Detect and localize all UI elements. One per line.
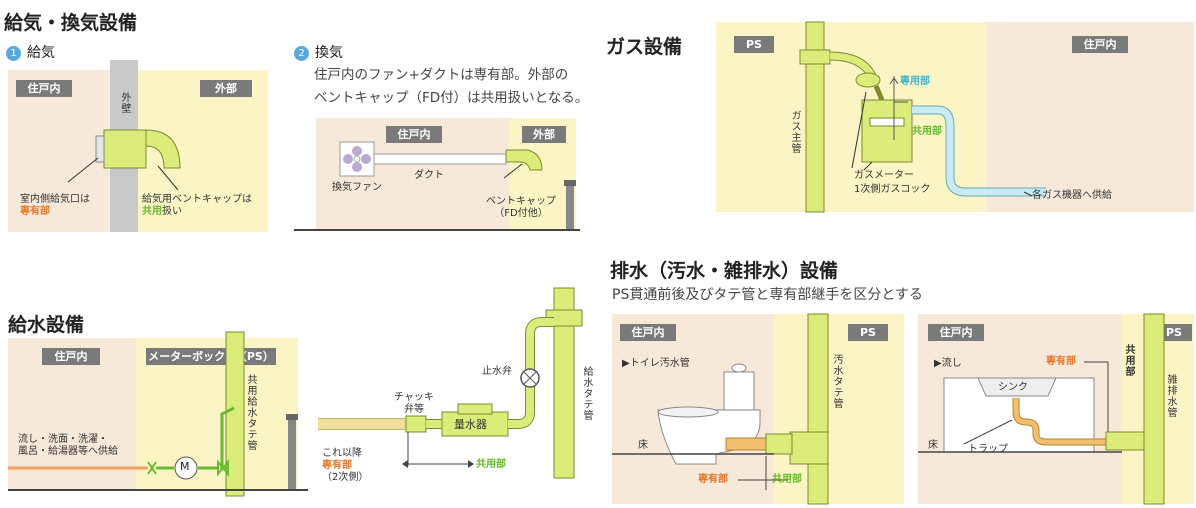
toilet-svg [612, 313, 829, 505]
sink-tag-ps: PS [1156, 324, 1192, 341]
exhaust-description: 住戸内のファン+ダクトは専有部。外部の ベントキャップ（FD付）は共用扱いとなる… [314, 64, 588, 110]
exhaust-tag-outside: 外部 [522, 126, 566, 143]
water-meterbox-diagram: 住戸内 メーターボックス（PS） M 共用給水タテ管 流し・洗面・洗濯・ 風呂・… [8, 331, 308, 497]
check-valve-label-1: チャッキ [394, 392, 434, 403]
toilet-tag-inside: 住戸内 [620, 324, 676, 341]
water-title: 給水設備 [8, 314, 85, 336]
water-riser-label: 給水タテ管 [581, 366, 592, 421]
water-supply-label-1: 流し・洗面・洗濯・ [18, 434, 108, 445]
water-riser-svg [318, 287, 583, 479]
toilet-floor-label: 床 [638, 440, 648, 451]
after-label-1: これ以降 [322, 448, 362, 459]
gas-cock-label: 1次側ガスコック [854, 184, 931, 195]
supply-heading-text: 給気 [27, 45, 55, 61]
water-supply-label-2: 風呂・給湯器等へ供給 [18, 446, 118, 457]
supply-right-label-1: 給気用ベントキャップは [142, 194, 252, 205]
ventilation-title: 給気・換気設備 [4, 12, 138, 34]
supply-tag-outside: 外部 [200, 80, 252, 97]
supply-tag-inside: 住戸内 [16, 80, 72, 97]
gas-tag-ps: PS [734, 36, 774, 53]
toilet-riser-label: 汚水タテ管 [831, 354, 842, 409]
sink-riser-label: 雑排水管 [1165, 374, 1176, 418]
gas-tag-inside: 住戸内 [1072, 36, 1128, 53]
sink-trap-label: トラップ [968, 444, 1008, 455]
drain-sink-panel: 住戸内 PS ▶流し 専有部 共用部 シンク 床 トラップ 雑排水管 [918, 313, 1194, 505]
stop-valve-label: 止水弁 [482, 366, 512, 377]
gas-diagram: PS 住戸内 ガス主管 専用部 共用部 ガスメーター 1次側ガスコック 各ガス機… [716, 21, 1194, 213]
check-valve-label: チャッキ 弁等 [394, 392, 434, 416]
sink-floor-label: 床 [928, 440, 938, 451]
cap-label-1: ベントキャップ [486, 196, 556, 207]
toilet-common-label: 共用部 [772, 474, 802, 485]
supply-heading: 1 給気 [6, 42, 55, 62]
wall-label: 外壁 [119, 92, 130, 114]
number-badge-2: 2 [294, 46, 309, 61]
exhaust-duct-svg [294, 141, 580, 231]
exhaust-heading: 2 換気 [294, 42, 343, 62]
exhaust-heading-text: 換気 [315, 45, 343, 61]
gas-piping-svg [799, 21, 1046, 213]
gas-private-label: 専用部 [900, 76, 930, 87]
water-common-label: 共用部 [476, 459, 506, 470]
drain-toilet-panel: 住戸内 PS ▶トイレ汚水管 床 汚水タテ管 専有部 共用部 [612, 313, 904, 505]
after-label: これ以降 専有部 （2次側） [322, 448, 368, 484]
water-meterbox-svg [8, 331, 308, 497]
water-riser-diagram: チャッキ 弁等 止水弁 量水器 給水タテ管 これ以降 専有部 （2次側） 共用部 [318, 287, 608, 504]
fan-label: 換気ファン [332, 182, 382, 193]
exhaust-desc-line-1: 住戸内のファン+ダクトは専有部。外部の [314, 67, 569, 83]
water-supply-label: 流し・洗面・洗濯・ 風呂・給湯器等へ供給 [18, 434, 118, 458]
after-label-2: 専有部 [322, 460, 352, 471]
supply-left-label-1: 室内側給気口は [20, 194, 90, 205]
sink-private-label: 専有部 [1046, 356, 1076, 367]
cap-label-2: （FD付他） [494, 208, 548, 219]
toilet-ps-bg [774, 314, 904, 504]
sink-label: シンク [998, 382, 1028, 393]
gas-meter-label: ガスメーター [854, 170, 914, 181]
toilet-item-label: ▶トイレ汚水管 [622, 358, 690, 369]
duct-label: ダクト [414, 170, 444, 181]
gas-ps-bg [716, 22, 986, 212]
sink-tag-inside: 住戸内 [928, 324, 984, 341]
gas-supply-label: 各ガス機器へ供給 [1032, 190, 1112, 201]
toilet-tag-ps: PS [848, 324, 888, 341]
supply-diagram: 住戸内 外部 外壁 室内側給気口は 専有部 給気用ベントキャップは 共用扱い [8, 60, 268, 235]
toilet-private-label: 専有部 [698, 474, 728, 485]
drain-subtitle: PS貫通前後及びタテ管と専有部継手を区分とする [612, 287, 923, 303]
after-label-3: （2次側） [322, 472, 369, 483]
exhaust-diagram: 住戸内 外部 換気ファン ダクト ベントキャップ （FD付他） [294, 118, 586, 236]
gas-common-label: 共用部 [912, 126, 942, 137]
supply-left-label-2: 専有部 [20, 206, 50, 217]
gas-title: ガス設備 [606, 36, 683, 58]
sink-svg [918, 313, 1165, 505]
exhaust-desc-line-2: ベントキャップ（FD付）は共用扱いとなる。 [314, 90, 589, 106]
gas-main-pipe-label: ガス主管 [789, 110, 800, 154]
supply-left-label: 室内側給気口は 専有部 [20, 194, 90, 218]
supply-vent-cap-svg [67, 129, 181, 191]
water-riser-common-label: 共用給水タテ管 [245, 374, 256, 451]
water-meter-label: 量水器 [454, 418, 487, 431]
supply-inside-bg [8, 70, 110, 232]
sink-common-label: 共用部 [1123, 344, 1134, 377]
supply-right-label: 給気用ベントキャップは 共用扱い [142, 194, 252, 218]
water-meter-symbol: M [180, 460, 190, 473]
gas-inside-bg [986, 22, 1194, 212]
supply-right-label-2: 共用 [142, 206, 162, 217]
exhaust-tag-inside: 住戸内 [386, 126, 442, 143]
sink-item-label: ▶流し [934, 358, 962, 369]
drain-title: 排水（汚水・雑排水）設備 [610, 260, 839, 282]
supply-right-label-3: 扱い [162, 206, 182, 217]
water-tag-inside: 住戸内 [42, 348, 100, 365]
check-valve-label-2: 弁等 [403, 404, 424, 415]
cap-label: ベントキャップ （FD付他） [486, 196, 556, 220]
number-badge-1: 1 [6, 46, 21, 61]
